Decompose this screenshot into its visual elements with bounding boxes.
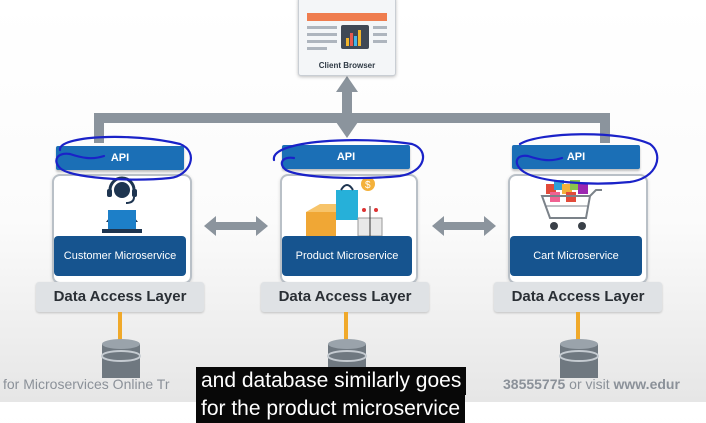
cart-data-access-layer: Data Access Layer xyxy=(494,282,662,312)
api-label: API xyxy=(110,152,130,164)
bar-chart-icon xyxy=(341,25,369,49)
subtitle-line-2: for the product microservice xyxy=(196,395,466,423)
double-arrow-right xyxy=(432,216,496,236)
customer-api-block: API xyxy=(56,146,184,170)
shopping-cart-icon xyxy=(540,180,602,230)
connector-lines xyxy=(94,76,610,236)
product-api-block: API xyxy=(282,145,410,169)
api-label: API xyxy=(566,151,586,163)
cart-microservice-label: Cart Microservice xyxy=(510,236,642,276)
ticker-left-text: for Microservices Online Tr xyxy=(3,376,170,392)
product-microservice-label: Product Microservice xyxy=(282,236,412,276)
pen-annotations xyxy=(55,133,659,185)
customer-microservice-label: Customer Microservice xyxy=(54,236,186,276)
double-arrow-left xyxy=(204,216,268,236)
customer-database-icon xyxy=(101,339,141,378)
product-db-connector xyxy=(344,312,348,344)
client-browser: Client Browser xyxy=(298,0,396,76)
browser-text-lines xyxy=(307,26,337,54)
browser-banner xyxy=(307,13,387,21)
client-browser-label: Client Browser xyxy=(318,61,376,70)
shopping-bags-icon: $ xyxy=(306,177,383,237)
bottom-ticker: for Microservices Online Tr 38555775 or … xyxy=(0,370,706,398)
customer-support-icon xyxy=(102,176,142,233)
product-data-access-layer: Data Access Layer xyxy=(261,282,429,312)
customer-db-connector xyxy=(118,312,122,344)
subtitle-line-1: and database similarly goes xyxy=(196,367,467,395)
cart-db-connector xyxy=(576,312,580,344)
api-label: API xyxy=(336,151,356,163)
cart-database-icon xyxy=(559,339,599,378)
customer-data-access-layer: Data Access Layer xyxy=(36,282,204,312)
ticker-right-text: 38555775 or visit www.edur xyxy=(503,376,680,392)
svg-text:$: $ xyxy=(365,180,371,191)
